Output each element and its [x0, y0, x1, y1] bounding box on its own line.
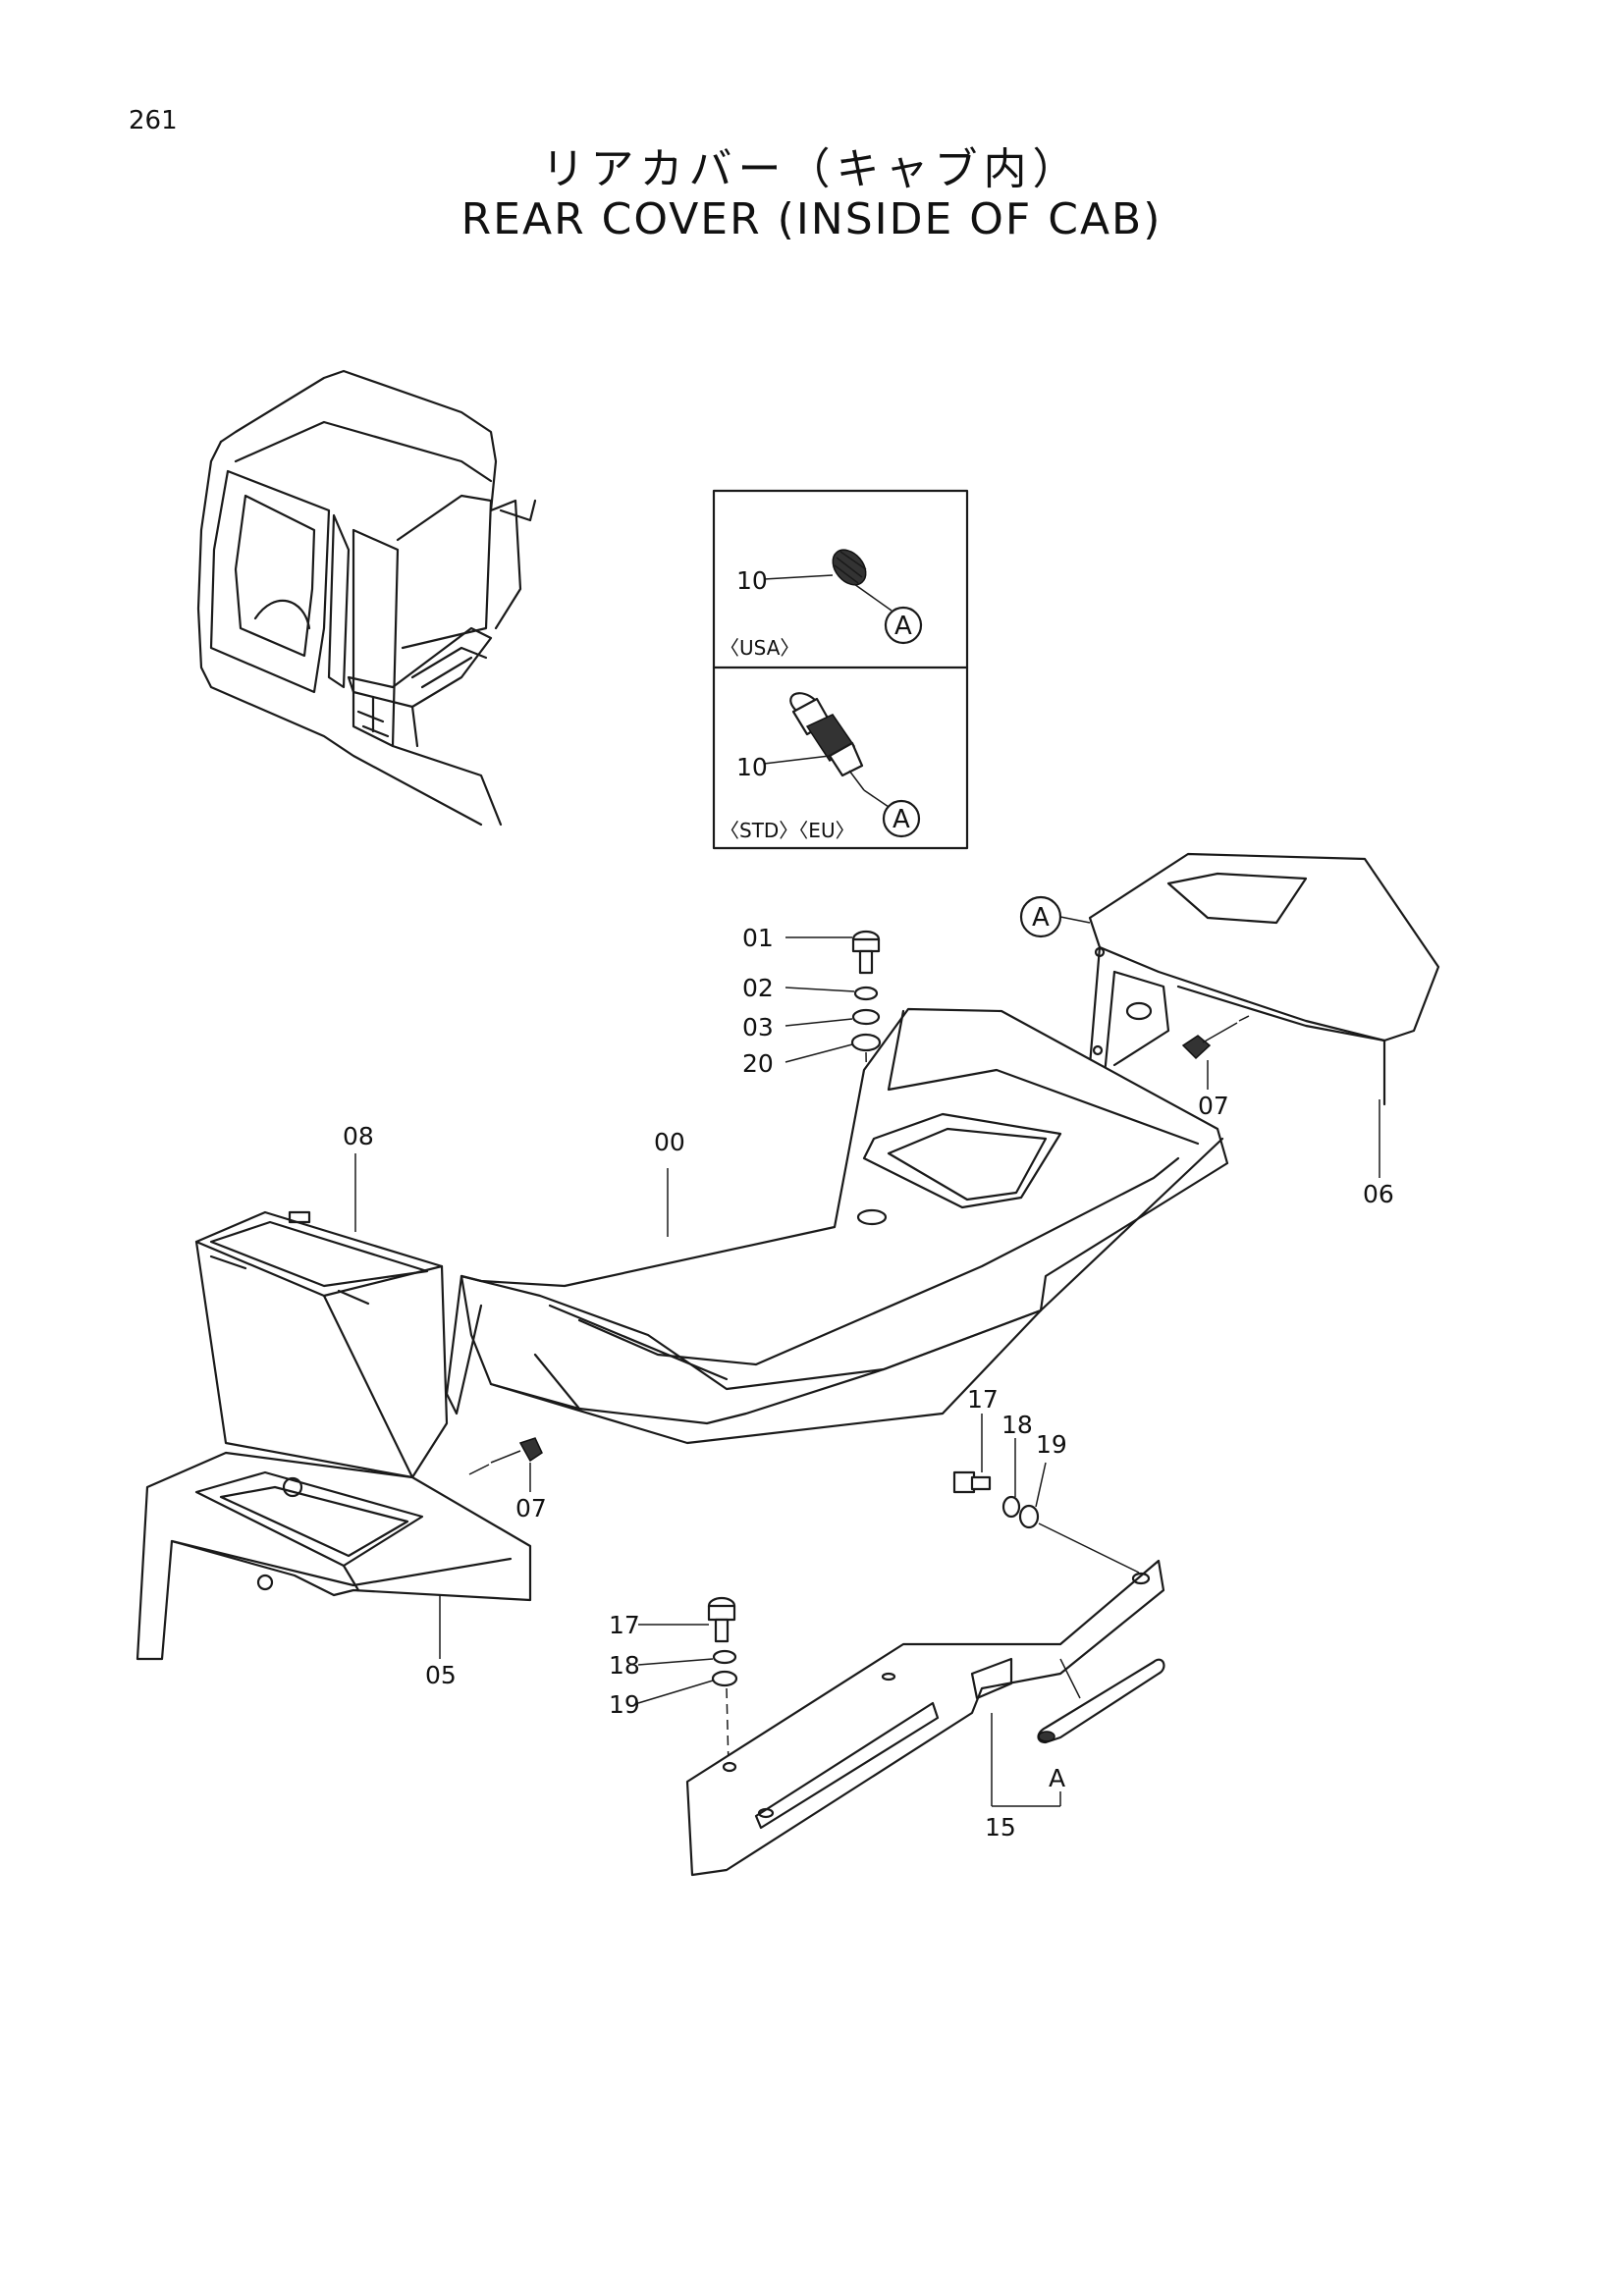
cover-06: [1088, 852, 1440, 1106]
page-title-japanese: リアカバー（キャブ内）: [541, 144, 1082, 194]
rear-cover-tray-00: [445, 1007, 1229, 1445]
callout-15: 15: [985, 1813, 1016, 1842]
ref-a-cover-06: A: [1032, 903, 1050, 933]
callout-20: 20: [742, 1049, 774, 1078]
callout-02: 02: [742, 974, 774, 1002]
washer-icon: [853, 986, 879, 1001]
side-cover-05: [135, 1451, 532, 1661]
knob-icon: [832, 549, 867, 586]
washer-icon: [851, 1008, 881, 1026]
ref-a-std-eu: A: [893, 805, 910, 834]
variant-inset-box: 10 A 〈USA〉 10 A 〈STD〉〈EU〉: [712, 489, 969, 850]
callout-07-right: 07: [1198, 1092, 1229, 1120]
storage-bin-08: [194, 1210, 449, 1479]
callout-08: 08: [343, 1122, 374, 1150]
callout-07-left: 07: [515, 1494, 547, 1522]
page-number: 261: [129, 106, 178, 135]
ref-a-usa: A: [894, 612, 912, 641]
callout-18-lower: 18: [609, 1651, 640, 1680]
bolt-set-upper: [952, 1470, 1140, 1574]
region-label-usa: 〈USA〉: [720, 636, 799, 660]
callout-18-upper: 18: [1001, 1411, 1033, 1439]
callout-03: 03: [742, 1013, 774, 1041]
bolt-icon: [707, 1596, 736, 1643]
callout-05: 05: [425, 1661, 457, 1689]
callout-10-usa: 10: [736, 566, 768, 595]
callout-06: 06: [1363, 1180, 1394, 1208]
bolt-icon: [952, 1470, 992, 1494]
callout-10-std-eu: 10: [736, 753, 768, 781]
callout-17-lower: 17: [609, 1611, 640, 1639]
callout-19-lower: 19: [609, 1690, 640, 1719]
callout-19-upper: 19: [1036, 1430, 1067, 1459]
region-label-std-eu: 〈STD〉〈EU〉: [720, 819, 855, 842]
page-title-english: REAR COVER (INSIDE OF CAB): [460, 194, 1163, 244]
bracket-plate-15: [685, 1559, 1165, 1877]
cab-overview-illustration: [196, 369, 537, 827]
callout-01: 01: [742, 924, 774, 952]
washer-icon: [850, 1033, 882, 1052]
bolt-icon: [851, 930, 881, 975]
screw-icon: [1181, 1015, 1250, 1060]
ref-a-plate-15: A: [1049, 1764, 1065, 1792]
callout-17-upper: 17: [967, 1385, 999, 1414]
callout-00: 00: [654, 1128, 685, 1156]
screw-icon: [468, 1437, 543, 1475]
bolt-set-lower: [707, 1596, 738, 1768]
cigar-lighter-icon: [789, 692, 865, 791]
